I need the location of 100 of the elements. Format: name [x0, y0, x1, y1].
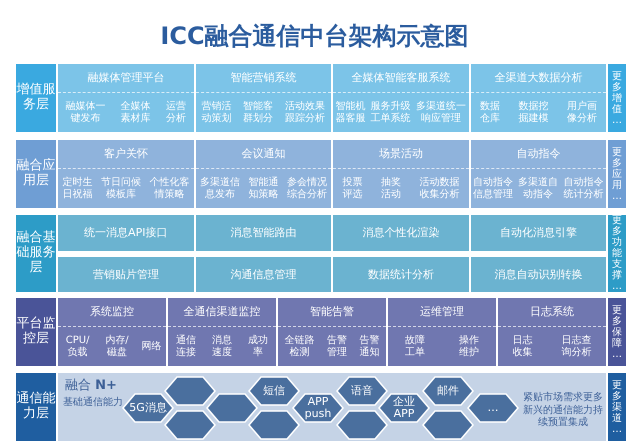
feature-label: 自动指令统计分析 — [562, 176, 604, 200]
channel-hexagon — [336, 376, 388, 406]
title: ICC融合通信中台架构示意图 — [159, 21, 470, 52]
service-box — [470, 215, 606, 250]
feature-label: 抽奖活动 — [380, 176, 402, 200]
service-name: 统一消息API接口 — [84, 225, 168, 240]
feature-label: 成功率 — [247, 334, 269, 358]
layer-label-box — [16, 215, 56, 292]
channel-name: 邮件 — [437, 384, 459, 398]
feature-label: 自动指令信息管理 — [472, 176, 514, 200]
module-title: 全渠道大数据分析 — [494, 71, 582, 85]
channel-name: 5G消息 — [129, 402, 167, 414]
service-box — [333, 256, 468, 292]
feature-label: 数据挖掘建模 — [517, 100, 550, 124]
module-box — [388, 298, 496, 366]
channel-name: 短信 — [263, 384, 285, 398]
module-box — [196, 64, 331, 132]
module-box — [333, 140, 468, 208]
channel-hexagon — [336, 410, 388, 440]
layer-name: 融合基础服务层 — [16, 231, 56, 276]
channel-hexagon — [206, 393, 258, 423]
service-box — [333, 215, 468, 250]
channel-hexagon — [422, 376, 474, 406]
more-column — [608, 64, 626, 132]
layer-name: 平台监控层 — [16, 317, 56, 347]
module-box — [470, 64, 606, 132]
module-box — [168, 298, 276, 366]
note-text: 融合 N+ — [64, 378, 118, 394]
layer-name: 融合应用层 — [16, 159, 56, 189]
feature-label: 定时生日祝福 — [61, 176, 94, 200]
channel-hexagon — [292, 393, 344, 423]
module-box — [498, 298, 606, 366]
feature-label: 数据仓库 — [478, 100, 501, 124]
channel-hexagon — [248, 410, 300, 440]
service-name: 消息个性化渲染 — [362, 225, 440, 240]
feature-label: 用户画像分析 — [566, 100, 598, 124]
channel-name: 企业APP — [392, 396, 416, 420]
more-column — [608, 298, 626, 366]
feature-label: 全媒体素材库 — [120, 100, 152, 124]
module-box — [58, 140, 194, 208]
feature-label: 告警管理 — [326, 334, 348, 358]
module-title: 场景活动 — [378, 147, 423, 161]
channel-hexagon — [378, 393, 430, 423]
channel-hexagon — [248, 376, 300, 406]
feature-label: 全链路检测 — [283, 334, 316, 358]
module-title: 会议通知 — [241, 147, 286, 161]
more-label: 更多功能支撑… — [612, 215, 622, 292]
feature-label: 参会情况综合分析 — [286, 176, 328, 200]
service-name: 消息智能路由 — [230, 225, 296, 240]
channel-hexagon — [122, 393, 174, 423]
feature-label: 内存/磁盘 — [104, 334, 130, 358]
layer-label-box — [16, 140, 56, 208]
module-title: 系统监控 — [90, 305, 134, 319]
module-title: 日志系统 — [530, 305, 574, 319]
feature-label: 多渠道信息发布 — [198, 176, 241, 200]
service-box — [58, 256, 194, 292]
feature-label: 运营分析 — [164, 100, 187, 124]
module-title: 自动指令 — [516, 147, 560, 161]
feature-label: 通信连接 — [175, 334, 197, 358]
module-box — [470, 140, 606, 208]
feature-label: 告警通知 — [358, 334, 381, 358]
feature-label: 日志收集 — [512, 334, 534, 358]
layer-label-box — [16, 373, 56, 441]
channel-hexagon — [467, 393, 519, 423]
service-name: 消息自动识别转换 — [494, 266, 582, 282]
module-title: 运维管理 — [420, 305, 464, 319]
feature-label: 网络 — [140, 340, 162, 352]
channel-hexagon — [422, 410, 474, 440]
layer-name: 增值服务层 — [16, 83, 56, 113]
feature-label: 多渠道统一响应管理 — [414, 100, 467, 124]
module-box — [278, 298, 386, 366]
note-text: 基础通信能力 — [62, 397, 124, 410]
feature-label: CPU/负载 — [64, 334, 90, 358]
module-box — [196, 140, 331, 208]
more-column — [608, 373, 626, 441]
feature-label: 活动效果跟踪分析 — [284, 100, 326, 124]
service-box — [196, 256, 331, 292]
feature-label: 活动数据收集分析 — [418, 176, 460, 200]
more-label: 更多渠道… — [612, 380, 622, 434]
service-name: 沟通信息管理 — [230, 266, 296, 282]
feature-label: 日志查询分析 — [560, 334, 592, 358]
feature-label: 投票评选 — [341, 176, 364, 200]
module-title: 融媒体管理平台 — [87, 71, 164, 85]
service-name: 营销贴片管理 — [92, 266, 159, 282]
note-text: 紧贴市场需求更多新兴的通信能力持续预置集成 — [522, 392, 604, 430]
module-title: 智能营销系统 — [230, 71, 296, 85]
more-column — [608, 140, 626, 208]
feature-label: 智能机器客服 — [334, 100, 367, 124]
feature-label: 营销活动策划 — [200, 100, 232, 124]
service-name: 数据统计分析 — [368, 266, 434, 282]
feature-label: 服务升级工单系统 — [370, 100, 412, 124]
module-title: 智能告警 — [310, 305, 354, 319]
module-title: 全通信渠道监控 — [184, 305, 260, 319]
feature-label: 智能通知策略 — [247, 176, 280, 200]
module-title: 客户关怀 — [104, 147, 148, 161]
feature-label: 操作维护 — [458, 334, 480, 358]
feature-label: 个性化客情策略 — [148, 176, 190, 200]
more-label: 更多增值… — [612, 70, 622, 126]
channel-name: APP push — [304, 396, 332, 420]
feature-label: 多渠道自动指令 — [517, 176, 560, 200]
